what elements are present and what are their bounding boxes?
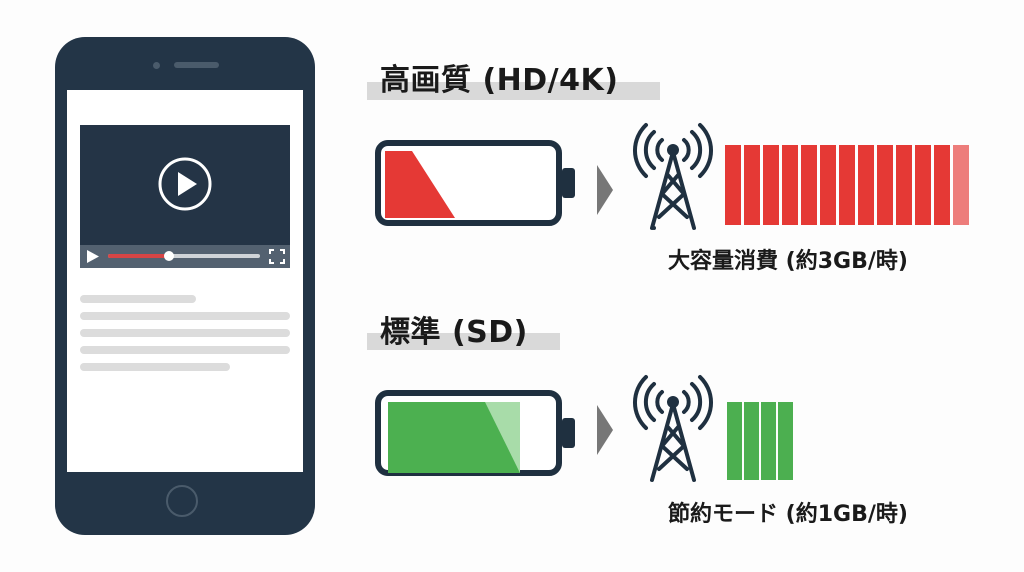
data-bar bbox=[934, 145, 950, 225]
data-bar bbox=[782, 145, 798, 225]
data-bar bbox=[725, 145, 741, 225]
sd-consumption-label: 節約モード (約1GB/時) bbox=[668, 502, 908, 527]
data-usage-bars-standard bbox=[727, 402, 793, 480]
play-small-icon[interactable] bbox=[86, 249, 100, 264]
data-bar bbox=[744, 145, 760, 225]
text-line bbox=[80, 363, 230, 371]
cell-tower-icon bbox=[632, 123, 714, 230]
data-bar bbox=[727, 402, 742, 480]
text-line bbox=[80, 295, 196, 303]
text-line bbox=[80, 329, 290, 337]
text-line bbox=[80, 346, 290, 354]
sd-title: 標準 (SD) bbox=[380, 315, 528, 350]
data-bar bbox=[763, 145, 779, 225]
video-player[interactable] bbox=[80, 125, 290, 268]
data-bar bbox=[839, 145, 855, 225]
progress-fill bbox=[108, 254, 169, 258]
hd-title: 高画質 (HD/4K) bbox=[380, 63, 619, 98]
data-bar bbox=[778, 402, 793, 480]
data-bar bbox=[761, 402, 776, 480]
data-bar bbox=[953, 145, 969, 225]
data-bar bbox=[858, 145, 874, 225]
battery-fill-low bbox=[385, 151, 455, 218]
hd-consumption-label: 大容量消費 (約3GB/時) bbox=[668, 249, 908, 274]
play-icon[interactable] bbox=[157, 156, 213, 212]
data-bar bbox=[877, 145, 893, 225]
title-highlight bbox=[367, 333, 560, 350]
phone-camera bbox=[153, 62, 160, 69]
battery-fill-full bbox=[388, 402, 520, 473]
data-bar bbox=[820, 145, 836, 225]
progress-track[interactable] bbox=[108, 254, 260, 258]
battery-icon bbox=[375, 140, 575, 226]
arrow-right-icon bbox=[597, 165, 613, 215]
data-bar bbox=[915, 145, 931, 225]
battery-icon bbox=[375, 390, 575, 476]
data-usage-bars-high bbox=[725, 145, 969, 225]
title-highlight bbox=[367, 82, 660, 100]
data-bar bbox=[801, 145, 817, 225]
home-button[interactable] bbox=[166, 485, 198, 517]
text-line bbox=[80, 312, 290, 320]
data-bar bbox=[744, 402, 759, 480]
fullscreen-icon[interactable] bbox=[269, 249, 285, 264]
phone-speaker bbox=[174, 62, 219, 68]
progress-knob[interactable] bbox=[163, 251, 174, 261]
data-bar bbox=[896, 145, 912, 225]
arrow-right-icon bbox=[597, 405, 613, 455]
cell-tower-icon bbox=[632, 375, 714, 482]
